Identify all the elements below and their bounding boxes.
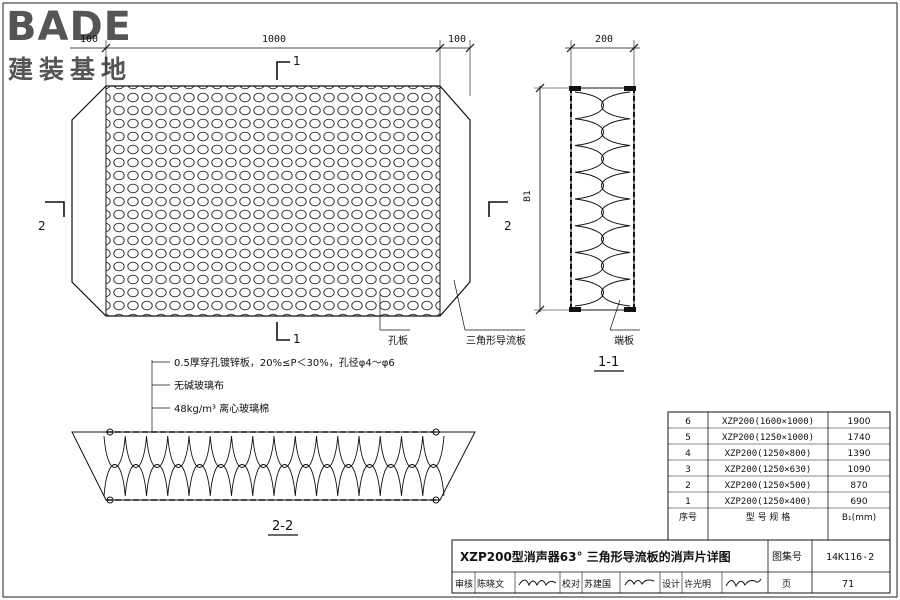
- section-1-1: 200 B1 端板 1-1: [523, 34, 640, 372]
- section-2-2: 0.5厚穿孔镀锌板，20%≤P＜30%，孔径φ4～φ6 无碱玻璃布 48kg/m…: [71, 356, 476, 536]
- table-cell: XZP200(1250×500): [725, 481, 812, 491]
- drawing-title: XZP200型消声器63° 三角形导流板的消声片详图: [460, 549, 731, 564]
- spec-table: 6 XZP200(1600×1000) 1900 5 XZP200(1250×1000)…: [667, 411, 891, 541]
- table-cell: XZP200(1250×800): [725, 449, 812, 459]
- atlas-number: 14K116-2: [826, 552, 874, 563]
- table-header-cell: B₁(mm): [842, 513, 876, 523]
- checker-signature: [624, 579, 655, 586]
- table-header-cell: 型 号 规 格: [746, 511, 791, 523]
- table-cell: 870: [850, 481, 867, 491]
- table-cell: 690: [850, 497, 867, 507]
- callout-perforated-plate: 孔板: [388, 334, 408, 347]
- table-cell: 1900: [848, 417, 871, 427]
- table-cell: 4: [685, 449, 691, 459]
- reviewer-signature: [518, 579, 557, 587]
- sec22-note-cloth: 无碱玻璃布: [174, 379, 224, 392]
- plan-dim-main: 1000: [262, 34, 286, 45]
- designer-signature: [725, 578, 762, 588]
- table-cell: 6: [685, 417, 691, 427]
- review-label: 审核: [455, 578, 473, 590]
- page-number: 71: [842, 579, 854, 590]
- plan-dim-partial: 100: [80, 34, 98, 45]
- wool-wave-line: [103, 435, 445, 468]
- designer-name: 许光明: [684, 578, 711, 590]
- table-cell: 1740: [848, 433, 871, 443]
- plan-view: 100 1000 100 1 1 2 2 孔板 三角形导流板: [38, 34, 526, 347]
- table-cell: XZP200(1250×630): [725, 465, 812, 475]
- sec11-title: 1-1: [598, 355, 619, 370]
- wool-wave-line: [601, 91, 631, 307]
- callout-end-plate: 端板: [614, 334, 634, 347]
- table-cell: 2: [685, 481, 691, 491]
- sec22-glass-wool: [103, 435, 445, 497]
- atlas-label: 图集号: [772, 550, 802, 563]
- checker-name: 苏建国: [584, 578, 611, 590]
- reviewer-name: 陈晓文: [477, 578, 504, 590]
- design-label: 设计: [662, 578, 680, 590]
- sec11-dim-height: B1: [523, 190, 533, 202]
- brand-logo: BADE 建装基地: [6, 4, 132, 84]
- sec11-glass-wool: [574, 91, 631, 307]
- perforated-plate: [105, 85, 441, 317]
- table-cell: 1390: [848, 449, 871, 459]
- table-cell: 5: [685, 433, 691, 443]
- section-2-label-right: 2: [504, 219, 512, 233]
- table-cell: 1090: [848, 465, 871, 475]
- table-header-cell: 序号: [679, 511, 697, 523]
- sec22-title: 2-2: [272, 519, 293, 534]
- table-cell: XZP200(1600×1000): [722, 417, 814, 427]
- wool-wave-line: [103, 464, 445, 497]
- callout-guide-plate: 三角形导流板: [466, 334, 526, 347]
- page-label: 页: [782, 579, 791, 590]
- table-cell: XZP200(1250×400): [725, 497, 812, 507]
- check-label: 校对: [562, 578, 580, 590]
- logo-brand: BADE: [6, 4, 132, 50]
- sec22-note-perforated: 0.5厚穿孔镀锌板，20%≤P＜30%，孔径φ4～φ6: [174, 356, 395, 369]
- sec22-note-wool: 48kg/m³ 离心玻璃棉: [174, 402, 269, 415]
- sec11-dim-width: 200: [595, 34, 613, 45]
- table-cell: 1: [685, 497, 691, 507]
- section-1-label-top: 1: [293, 54, 301, 68]
- sec11-casing: [570, 87, 635, 311]
- table-cell: XZP200(1250×1000): [722, 433, 814, 443]
- table-cell: 3: [685, 465, 691, 475]
- section-2-label-left: 2: [38, 219, 46, 233]
- section-1-label-bottom: 1: [293, 332, 301, 346]
- logo-subtitle: 建装基地: [8, 55, 132, 84]
- title-block: XZP200型消声器63° 三角形导流板的消声片详图 图集号 14K116-2 …: [451, 539, 891, 594]
- plan-dim-end: 100: [448, 34, 466, 45]
- wool-wave-line: [574, 91, 604, 307]
